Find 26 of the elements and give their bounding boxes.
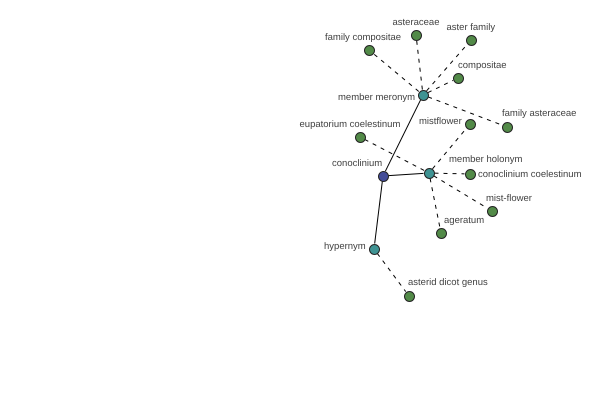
node-label: member holonym bbox=[449, 154, 522, 165]
dashed-connector-line bbox=[427, 80, 454, 94]
connector-line bbox=[384, 99, 422, 172]
node-label: mistflower bbox=[419, 116, 462, 126]
node-label: asterid dicot genus bbox=[408, 277, 488, 288]
dashed-connector-line bbox=[430, 178, 440, 228]
dashed-connector-line bbox=[364, 139, 425, 171]
dashed-connector-line bbox=[416, 40, 423, 90]
node-label: conoclinium bbox=[332, 158, 382, 169]
node-label: asteraceae bbox=[392, 17, 440, 28]
node-label: family compositae bbox=[325, 32, 402, 43]
node-label: ageratum bbox=[444, 215, 484, 226]
node-label: mist-flower bbox=[486, 193, 532, 204]
node-label: family asteraceae bbox=[502, 108, 576, 119]
node-label: compositae bbox=[458, 60, 507, 71]
node-label: eupatorium coelestinum bbox=[300, 119, 400, 130]
node-label: conoclinium coelestinum bbox=[478, 168, 582, 180]
connector-line bbox=[374, 180, 383, 244]
node-label: aster family bbox=[446, 22, 496, 33]
dashed-connector-line bbox=[434, 172, 465, 174]
connector-line bbox=[388, 172, 424, 176]
node-label: hypernym bbox=[324, 240, 366, 252]
dashed-connector-line bbox=[428, 96, 502, 126]
dashed-connector-line bbox=[372, 53, 420, 92]
node-label: member meronym bbox=[338, 92, 416, 102]
dashed-connector-line bbox=[376, 252, 406, 292]
